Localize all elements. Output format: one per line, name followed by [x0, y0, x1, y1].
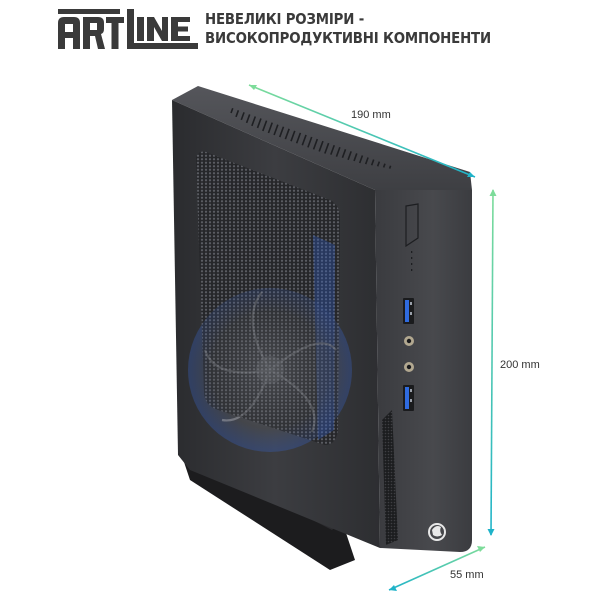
dimension-label-height: 200 mm [500, 359, 540, 371]
usb-3-port-top [403, 298, 414, 324]
status-led-dots [411, 251, 413, 271]
dimension-arrow-length [248, 84, 476, 178]
mic-in-jack [404, 362, 414, 372]
side-mesh-window [188, 151, 352, 452]
power-button [405, 203, 419, 248]
case-top-face [172, 86, 472, 190]
dimension-arrow-width [388, 546, 486, 591]
tagline: НЕВЕЛИКІ РОЗМІРИ - ВИСОКОПРОДУКТИВНІ КОМ… [205, 10, 491, 48]
artline-logo-graphic [58, 9, 198, 49]
case-front-panel [375, 190, 472, 552]
usb-3-port-bottom [403, 385, 414, 411]
dimension-arrow-height [487, 189, 497, 536]
lion-head-emblem-icon [428, 523, 446, 541]
artline-logo [58, 9, 198, 49]
front-side-vent [382, 410, 398, 545]
dimension-label-length: 190 mm [351, 109, 391, 121]
tagline-line-1: НЕВЕЛИКІ РОЗМІРИ - [205, 10, 365, 28]
tagline-line-2: ВИСОКОПРОДУКТИВНІ КОМПОНЕНТИ [205, 29, 491, 47]
top-vent-holes [230, 108, 392, 169]
dimension-label-width: 55 mm [450, 569, 484, 581]
audio-out-jack [404, 336, 414, 346]
